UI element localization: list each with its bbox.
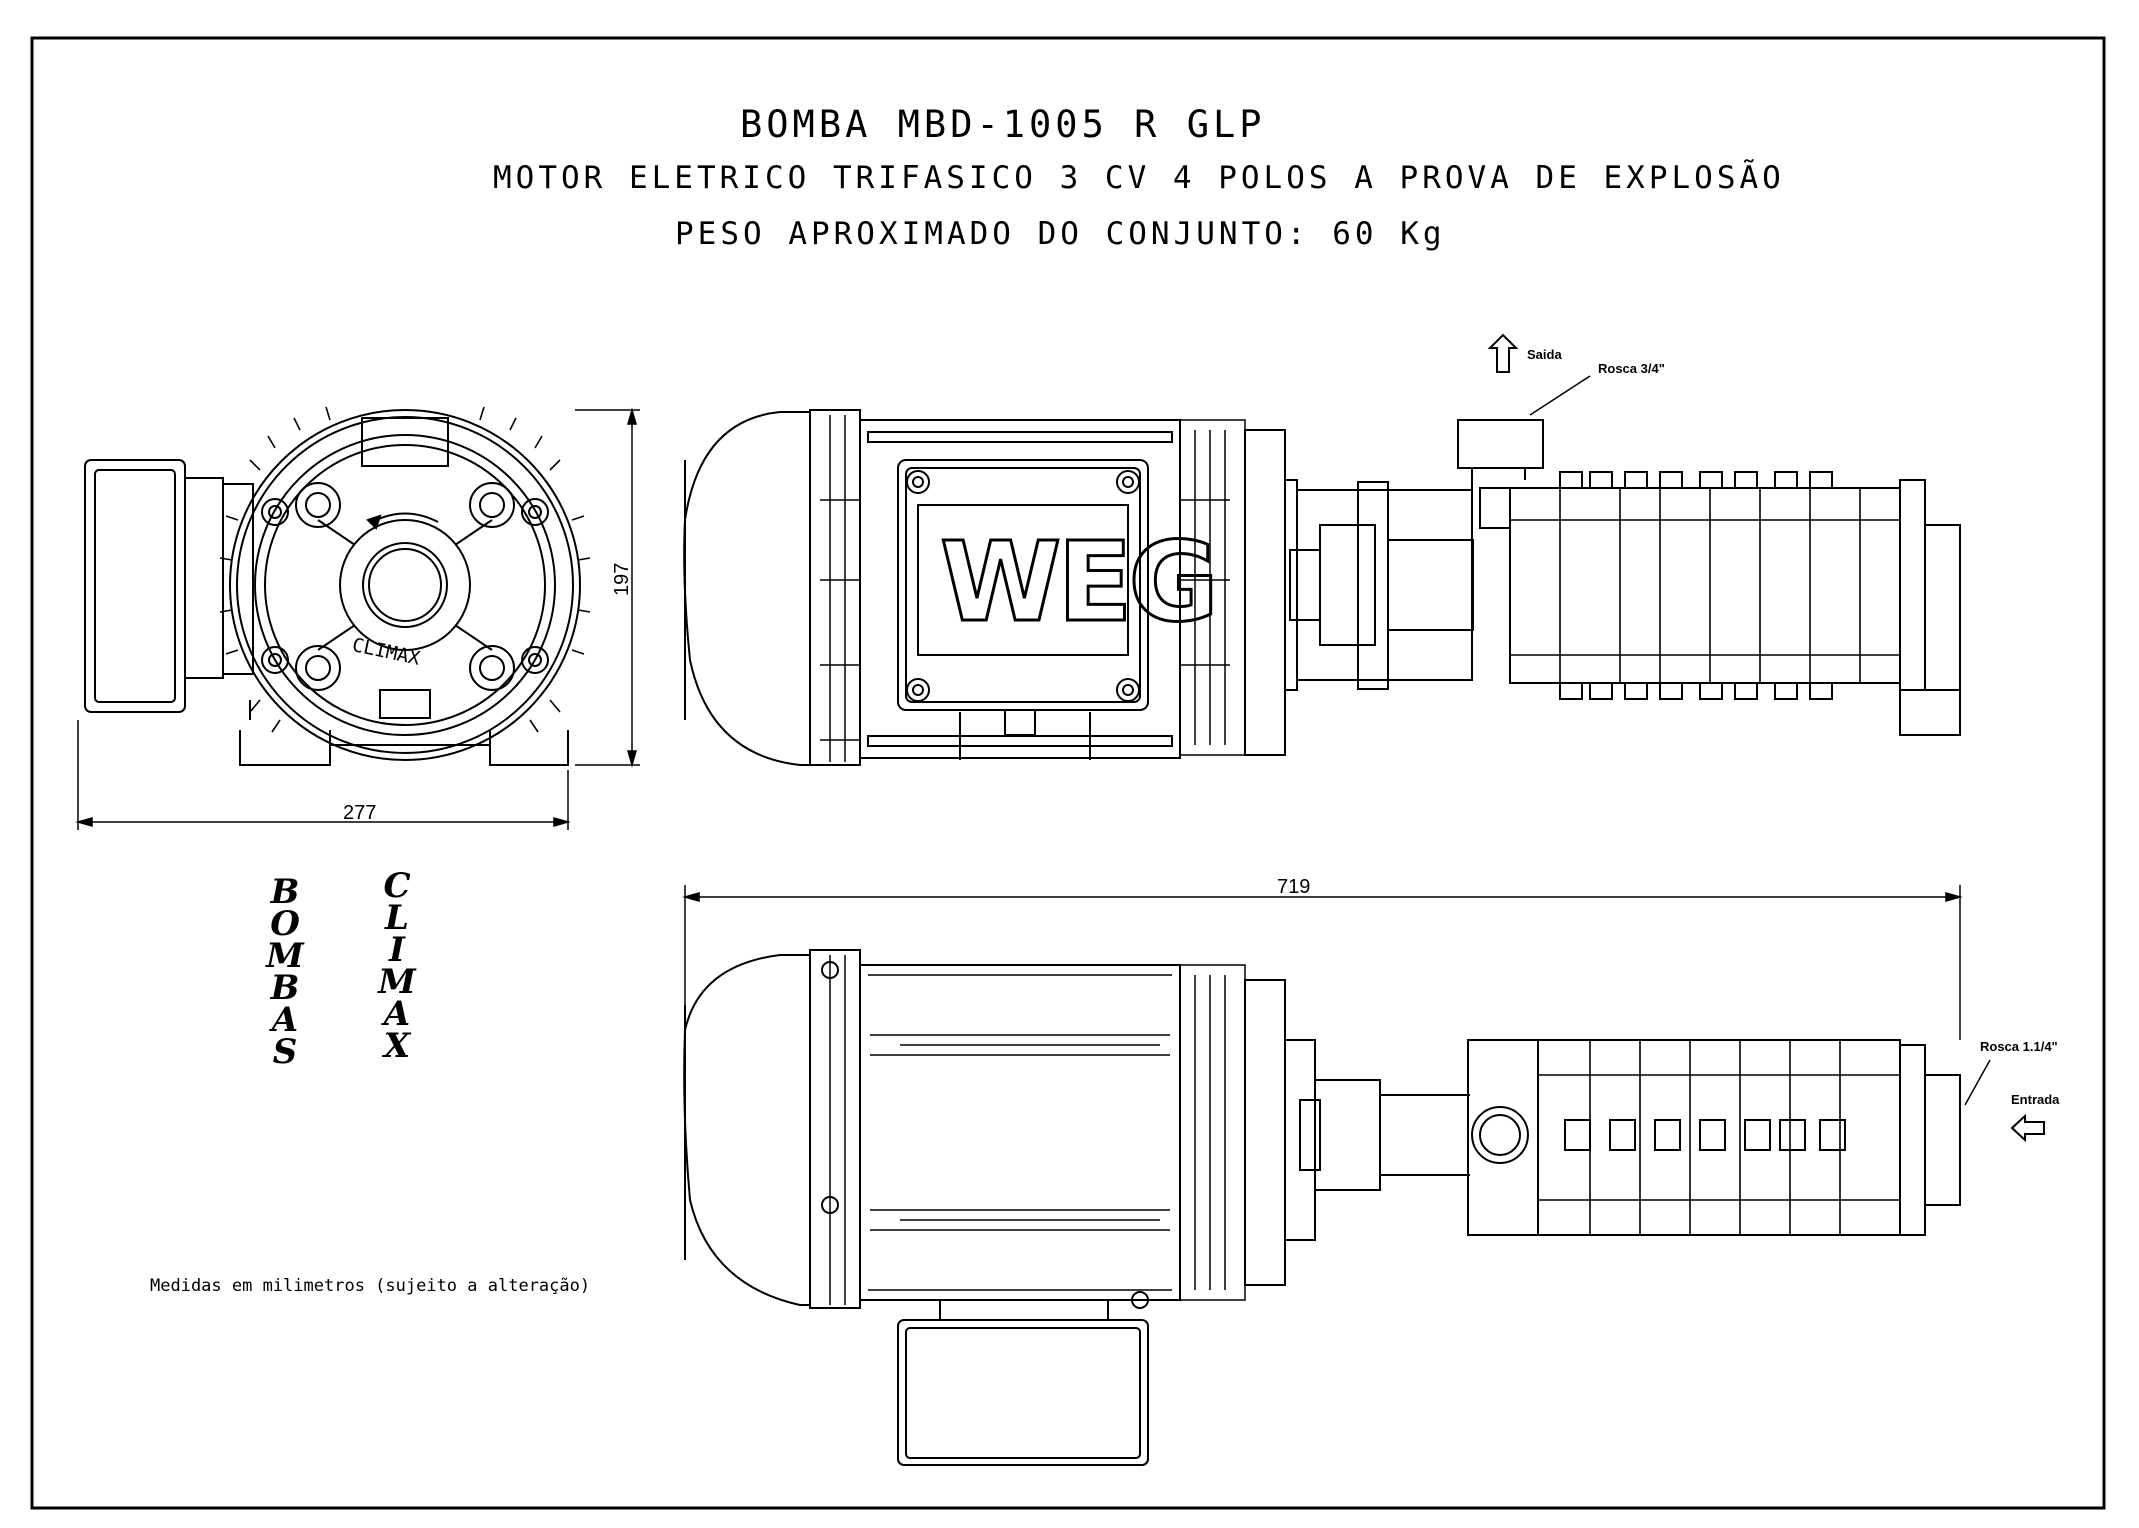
brand-letter: B — [270, 872, 300, 912]
inlet-label: Entrada — [2011, 1092, 2060, 1107]
sheet-border — [30, 36, 2106, 1510]
weg-logo: WEG — [940, 518, 1215, 646]
brand-letter: O — [270, 904, 300, 944]
inlet-thread-label: Rosca 1.1/4" — [1980, 1039, 2058, 1054]
dimension-lines-end-view — [75, 407, 640, 830]
drawing-title: BOMBA MBD-1005 R GLP — [740, 103, 1266, 146]
brand-letter: I — [389, 930, 405, 970]
brand-letter: M — [266, 936, 304, 976]
dimension-length-label: 719 — [1277, 876, 1311, 898]
arrow-up-icon — [1487, 333, 1519, 373]
pump-side-view — [683, 409, 1961, 766]
brand-word-bombas: B O M B A S — [265, 872, 305, 1072]
dimension-width-label: 277 — [343, 802, 377, 824]
motor-spec: MOTOR ELETRICO TRIFASICO 3 CV 4 POLOS A … — [493, 160, 1785, 196]
brand-word-climax: C L I M A X — [375, 866, 419, 1066]
outlet-label: Saida — [1527, 347, 1562, 362]
brand-letter: C — [383, 866, 411, 906]
outlet-thread-label: Rosca 3/4" — [1598, 361, 1665, 376]
pump-top-view — [683, 949, 1961, 1466]
arrow-left-icon — [2010, 1113, 2045, 1143]
brand-letter: B — [270, 968, 300, 1008]
pump-end-view — [84, 406, 591, 766]
weight-spec: PESO APROXIMADO DO CONJUNTO: 60 Kg — [675, 216, 1446, 252]
brand-letter: S — [272, 1032, 298, 1072]
dimension-length-line — [682, 885, 1963, 1040]
brand-letter: A — [383, 994, 411, 1034]
brand-letter: X — [383, 1026, 411, 1066]
flange-brand-text: CLIMAX — [350, 634, 422, 670]
brand-letter: M — [378, 962, 416, 1002]
units-note: Medidas em milimetros (sujeito a alteraç… — [150, 1276, 591, 1296]
brand-letter: L — [385, 898, 409, 938]
brand-letter: A — [271, 1000, 299, 1040]
